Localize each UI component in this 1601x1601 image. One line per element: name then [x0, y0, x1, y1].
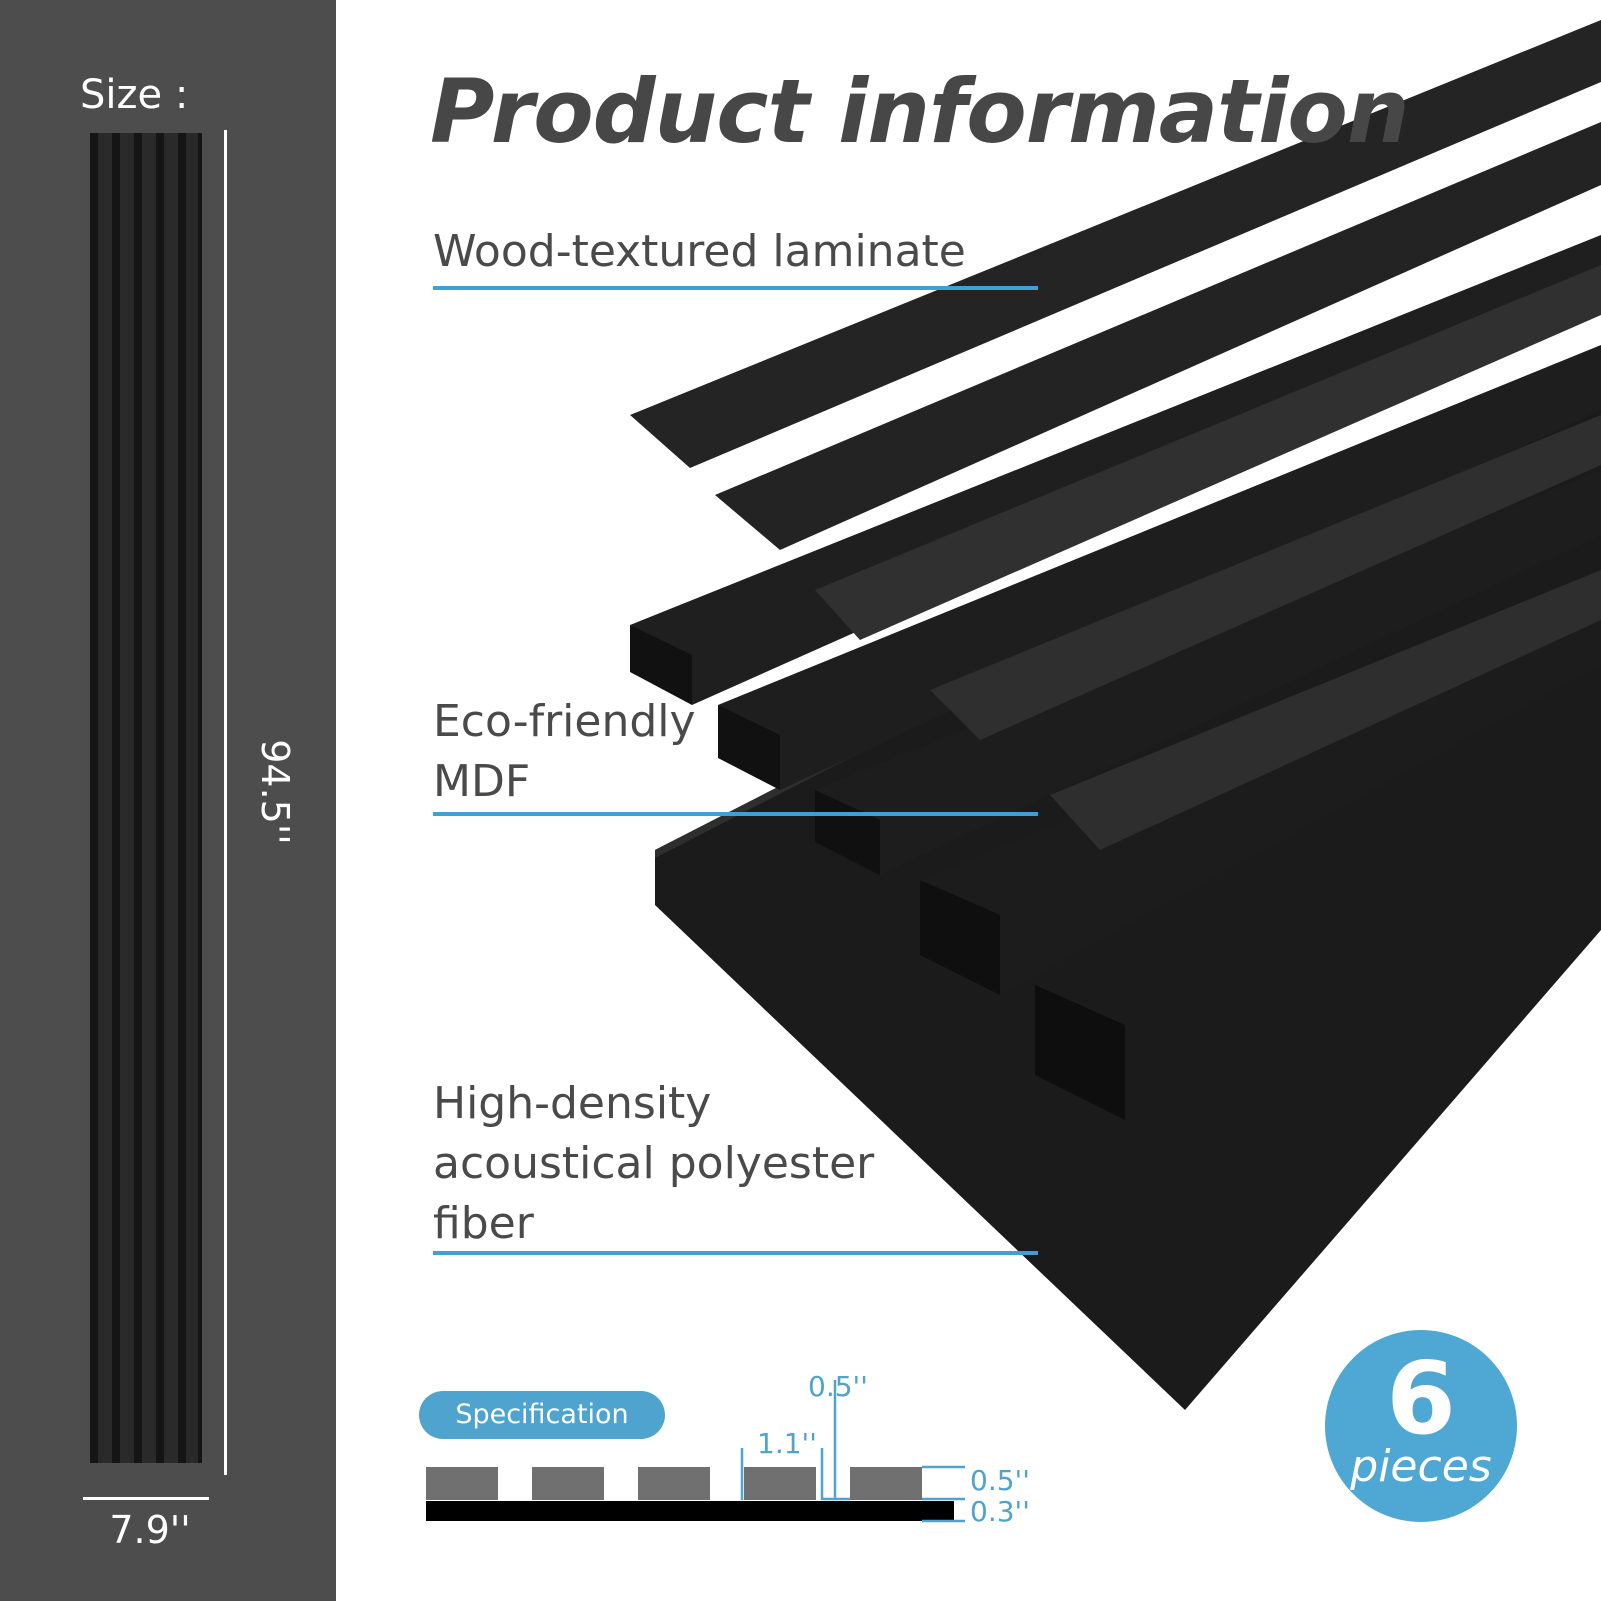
layer-label-fiber: High-density acoustical polyester fiber — [433, 1074, 874, 1254]
layer-label-mdf: Eco-friendly MDF — [433, 692, 696, 812]
width-label: 7.9'' — [109, 1508, 191, 1552]
layer-label-line: Wood-textured laminate — [433, 226, 966, 277]
layer-label-line: Eco-friendly — [433, 696, 696, 747]
height-dimension-line — [224, 130, 227, 1475]
layer-underline — [433, 1251, 1038, 1255]
layer-underline — [433, 812, 1038, 816]
layer-label-line: fiber — [433, 1198, 534, 1249]
spec-slats — [426, 1467, 922, 1500]
panel-figure — [90, 133, 202, 1463]
specification-diagram — [426, 1380, 965, 1523]
pieces-badge: 6 pieces — [1325, 1330, 1517, 1522]
height-label: 94.5'' — [253, 739, 297, 845]
panel-slat — [164, 133, 178, 1463]
spec-dim-gap: 1.1'' — [757, 1427, 817, 1460]
layer-label-line: acoustical polyester — [433, 1138, 875, 1189]
pieces-count: 6 — [1386, 1340, 1456, 1457]
layer-underline — [433, 286, 1038, 290]
layer-label-laminate: Wood-textured laminate — [433, 222, 966, 282]
spec-dim-slat-top: 0.5'' — [808, 1370, 868, 1403]
laminate-on-slat — [930, 415, 1601, 740]
spec-base — [426, 1501, 954, 1521]
panel-slat — [98, 133, 112, 1463]
layer-label-line: MDF — [433, 756, 531, 807]
layer-label-line: High-density — [433, 1078, 712, 1129]
page-title: Product information — [430, 60, 1410, 163]
spec-dimension-lines — [740, 1380, 965, 1523]
spec-dim-slat-height: 0.5'' — [970, 1464, 1030, 1497]
layers-illustration — [630, 20, 1601, 1410]
panel-slat — [142, 133, 156, 1463]
laminate-strip — [630, 20, 1601, 468]
pieces-word: pieces — [1350, 1441, 1492, 1492]
panel-slat — [120, 133, 134, 1463]
panel-slat — [186, 133, 198, 1463]
size-label: Size : — [80, 72, 189, 118]
spec-dim-base-height: 0.3'' — [970, 1495, 1030, 1528]
width-dimension-line — [83, 1497, 209, 1500]
laminate-strip — [715, 122, 1601, 550]
specification-badge: Specification — [419, 1391, 665, 1439]
laminate-on-slat — [815, 265, 1601, 640]
size-panel: Size : 94.5'' 7.9'' — [0, 0, 336, 1601]
laminate-on-slat — [1050, 570, 1601, 850]
